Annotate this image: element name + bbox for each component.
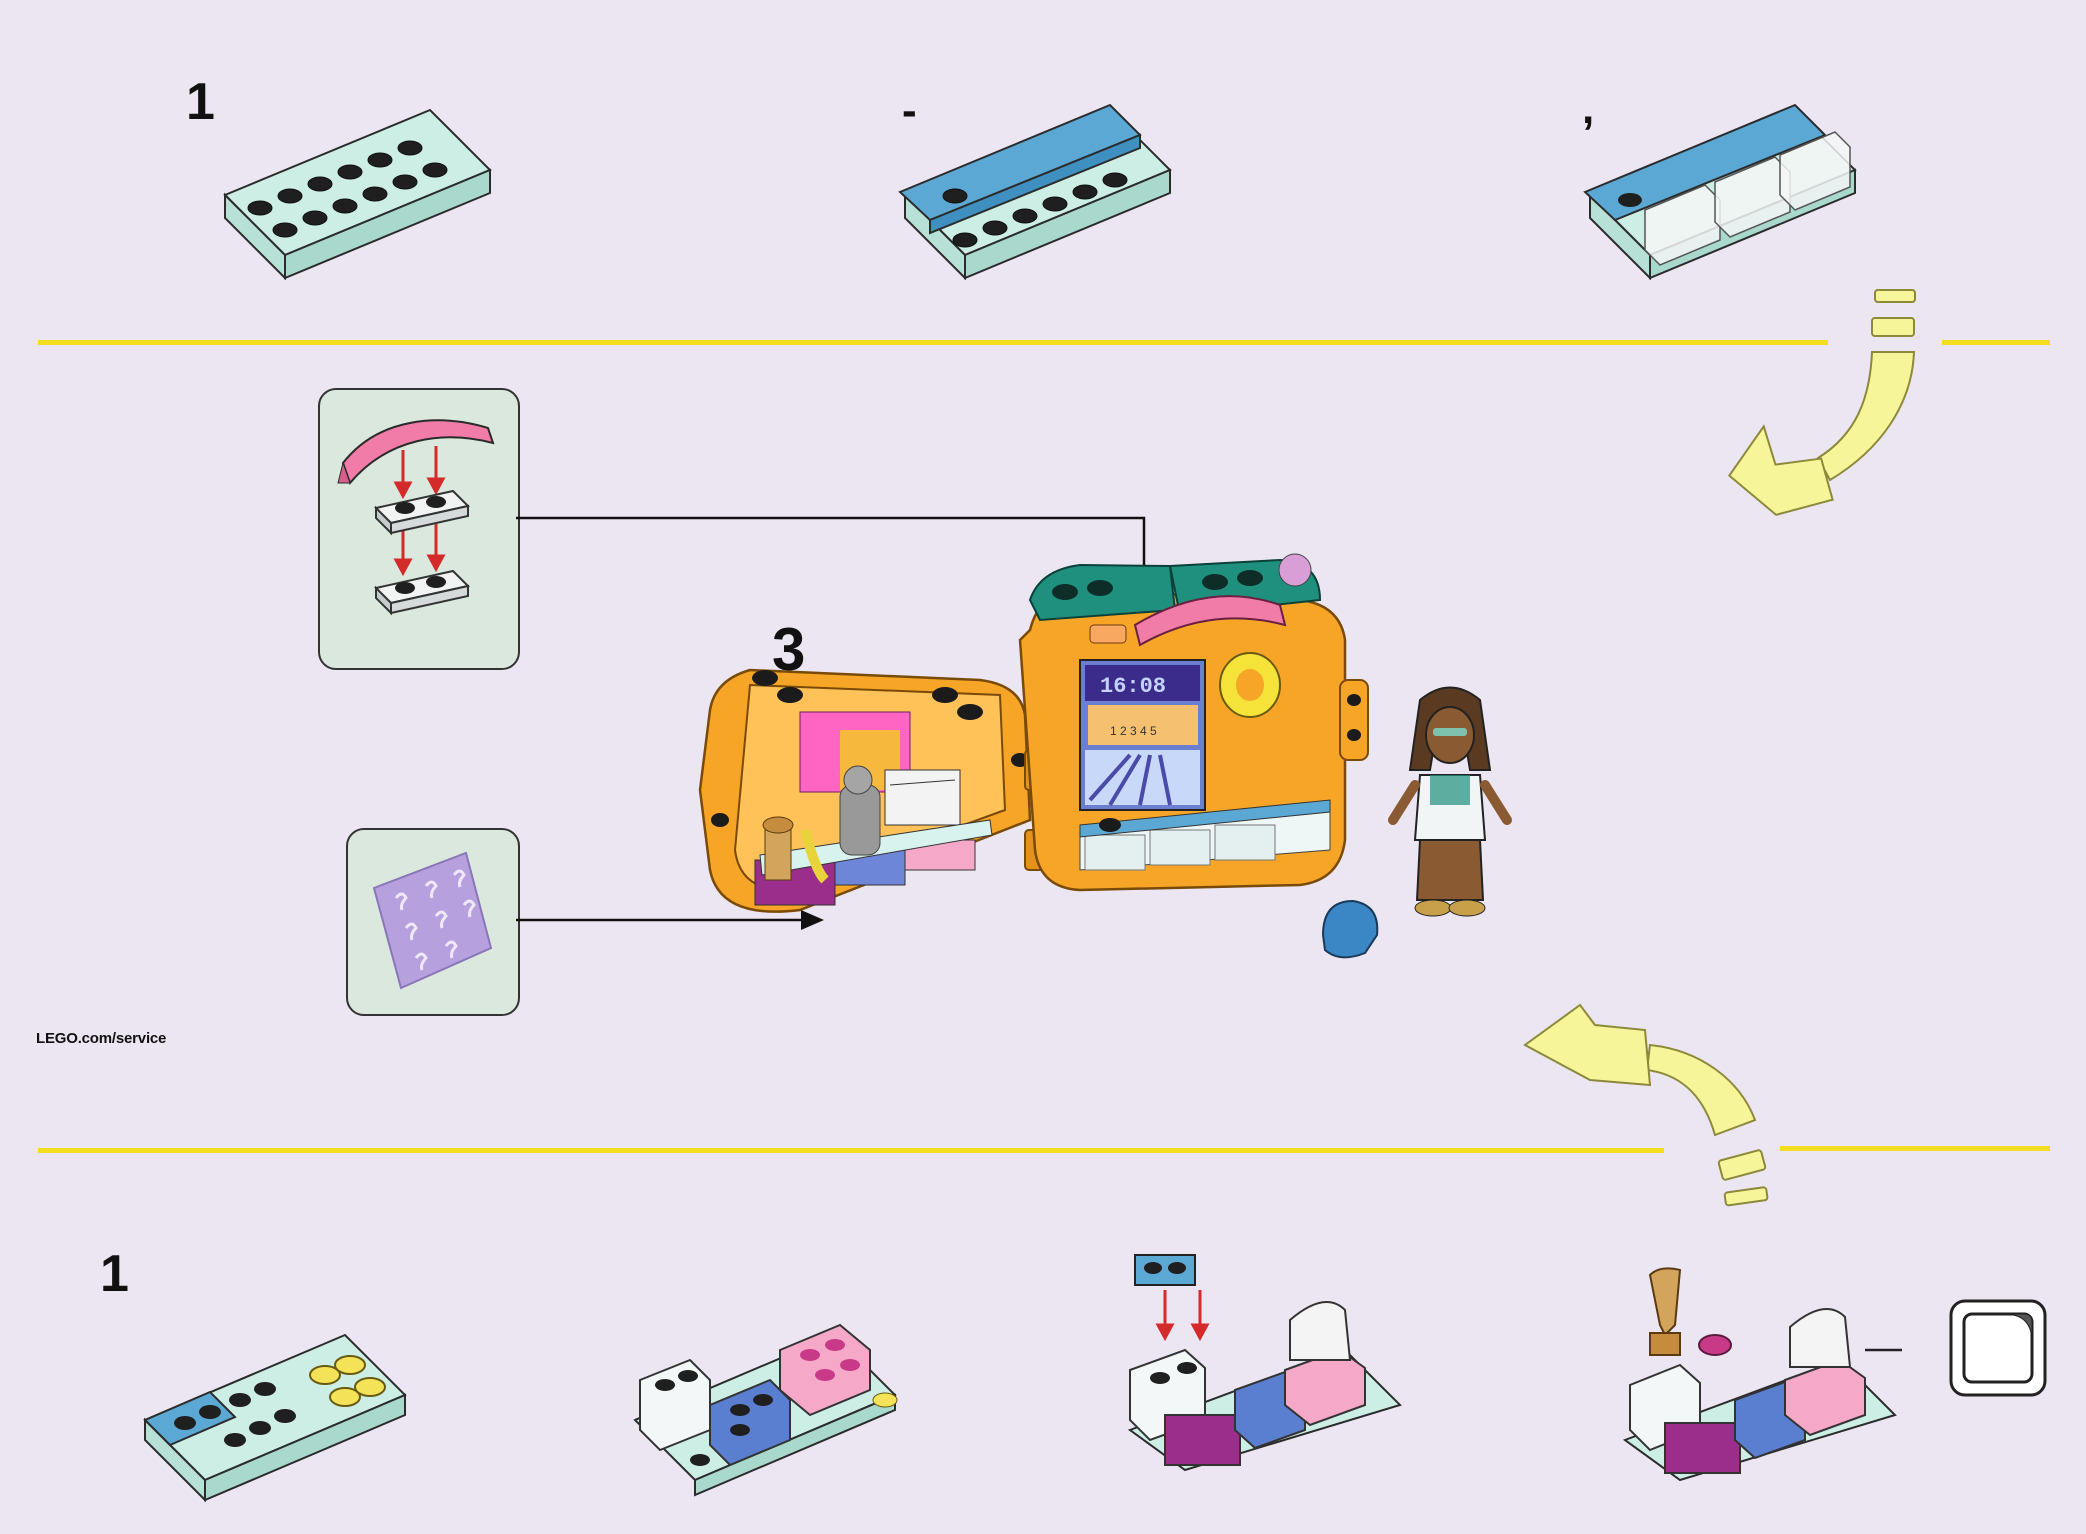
display-lane-numbers: 1 2 3 4 5 — [1110, 724, 1157, 738]
top-step-number-1: 1 — [186, 72, 215, 132]
plate-build-1 — [220, 100, 520, 280]
bottom-build-4 — [1620, 1255, 1960, 1485]
cube-left-half — [700, 670, 1030, 912]
helmet-icon — [1315, 895, 1385, 965]
bottom-step-number-1: 1 — [100, 1244, 129, 1304]
bottom-divider-right — [1780, 1146, 2050, 1151]
bottom-build-2 — [630, 1310, 910, 1490]
display-clock: 16:08 — [1100, 674, 1166, 699]
callout-arch-assembly — [318, 388, 516, 666]
bottom-divider-left — [38, 1148, 1664, 1153]
bottom-build-1 — [140, 1320, 420, 1500]
plate-build-2 — [900, 100, 1200, 280]
top-divider-right — [1942, 340, 2050, 345]
cube-right-half — [1020, 554, 1368, 890]
lego-service-link[interactable]: LEGO.com/service — [36, 1030, 166, 1047]
bottom-curved-arrow-icon — [1515, 1000, 1785, 1220]
top-curved-arrow-icon — [1720, 280, 1940, 540]
sticker-sheet-icon — [346, 828, 516, 1012]
top-divider-left — [38, 340, 1828, 345]
plate-build-3 — [1585, 100, 1885, 280]
bottom-build-3 — [1125, 1250, 1405, 1470]
minifigure — [1375, 680, 1525, 930]
sticker-placement-icon — [1948, 1298, 2048, 1398]
cube-model: 16:08 1 2 3 4 5 — [680, 530, 1380, 950]
